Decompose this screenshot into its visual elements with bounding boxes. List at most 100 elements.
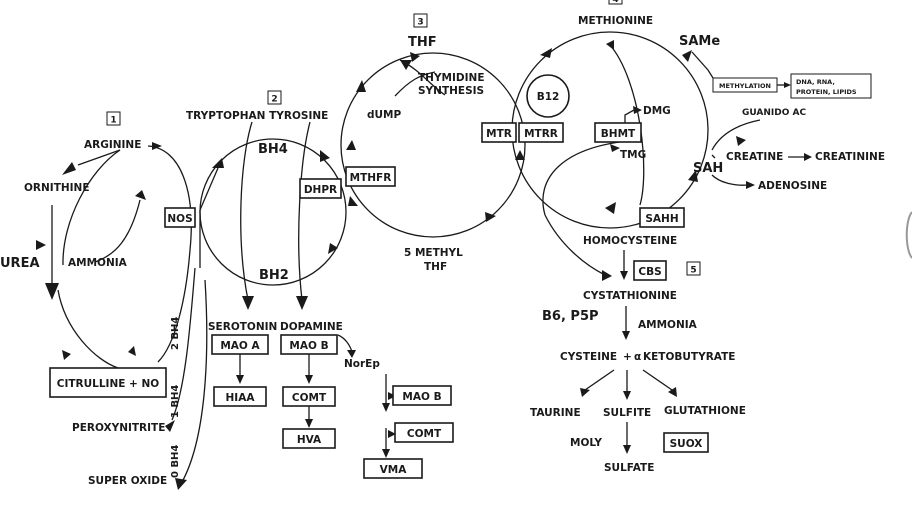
mao-a-label: MAO A bbox=[220, 340, 260, 352]
folate-arrowhead-bottom-left bbox=[348, 196, 358, 206]
b6-p5p-label: B6, P5P bbox=[542, 309, 599, 324]
tmg-label: TMG bbox=[620, 149, 646, 161]
super-oxide-label: SUPER OXIDE bbox=[88, 475, 167, 487]
dopamine-arrowhead bbox=[296, 296, 308, 310]
serotonin-label: SEROTONIN bbox=[208, 321, 277, 333]
hiaa-arrowhead bbox=[236, 375, 244, 384]
section-2-label: 2 bbox=[271, 95, 277, 105]
suox-label: SUOX bbox=[670, 438, 703, 450]
cysteine-arrowhead bbox=[622, 331, 630, 340]
mtrr-label: MTRR bbox=[524, 128, 558, 140]
creatinine-arrowhead bbox=[804, 153, 812, 161]
inner-top-arrowhead bbox=[606, 40, 614, 50]
same-to-methylation-line bbox=[691, 51, 714, 79]
mtrr-box bbox=[518, 122, 564, 143]
bh4-0-label: 0 BH4 bbox=[170, 445, 181, 478]
norep-arrowhead bbox=[347, 350, 356, 358]
five-methyl-label: 5 METHYL bbox=[404, 247, 463, 259]
sah-to-adenosine-line bbox=[711, 174, 749, 186]
sulfite-label: SULFITE bbox=[603, 407, 651, 419]
moly-label: MOLY bbox=[570, 437, 602, 449]
ammonia-arc bbox=[94, 199, 141, 263]
dmg-arrowhead bbox=[633, 106, 642, 114]
cysteine-to-taurine-line bbox=[584, 369, 615, 391]
folate-arrowhead-left bbox=[346, 140, 356, 150]
citrulline-no-label: CITRULLINE + NO bbox=[57, 378, 160, 390]
folate-arrowhead-bottom-right bbox=[485, 212, 496, 222]
methylation-arrowhead bbox=[784, 82, 791, 88]
hiaa-label: HIAA bbox=[226, 392, 256, 404]
mao-b2-label: MAO B bbox=[402, 391, 441, 403]
comt2-label: COMT bbox=[407, 428, 442, 440]
arginine-to-ornithine-link bbox=[77, 149, 121, 166]
bh4-cycle-circle bbox=[199, 138, 347, 286]
bhmt-label: BHMT bbox=[601, 128, 636, 140]
bh4-1-label: 1 BH4 bbox=[170, 385, 181, 418]
bh4-cycle-arrowhead-left bbox=[212, 158, 224, 168]
citrulline-arrowhead bbox=[62, 350, 71, 360]
cycle-2-bh4-neurotransmitters: TRYPTOPHAN TYROSINE BH4 BH2 DHPR SEROTON… bbox=[186, 110, 454, 479]
section-2-marker: 2 bbox=[267, 90, 282, 105]
section-3-label: 3 bbox=[417, 18, 423, 28]
hva-arrowhead bbox=[305, 419, 313, 428]
bh2-label: BH2 bbox=[259, 268, 289, 283]
bhmt-box bbox=[594, 122, 642, 143]
cycle-4-methionine: METHIONINE SAMe METHYLATION DNA, RNA, PR… bbox=[481, 15, 885, 247]
dmg-label: DMG bbox=[643, 105, 671, 117]
b12-label: B12 bbox=[537, 91, 560, 103]
citrulline-to-ornithine-arc bbox=[57, 289, 119, 369]
plus-label: + bbox=[623, 351, 632, 363]
edge-fragment bbox=[905, 211, 912, 259]
dhpr-label: DHPR bbox=[304, 184, 337, 196]
urea-label: UREA bbox=[0, 256, 40, 271]
cbs-arrowhead bbox=[620, 271, 628, 280]
ammonia-label-5: AMMONIA bbox=[638, 319, 698, 331]
peroxynitrite-label: PEROXYNITRITE bbox=[72, 422, 165, 434]
dump-arc bbox=[394, 71, 436, 97]
cysteine-label: CYSTEINE bbox=[560, 351, 617, 363]
cystathionine-left-arrowhead bbox=[602, 270, 612, 281]
mthfr-box bbox=[345, 166, 396, 187]
vma-label: VMA bbox=[380, 464, 408, 476]
urea-arrowhead bbox=[45, 283, 59, 300]
methionine-label: METHIONINE bbox=[578, 15, 653, 27]
bh4-label: BH4 bbox=[258, 142, 288, 157]
comt-arrowhead bbox=[305, 375, 313, 384]
hiaa-box bbox=[213, 386, 267, 407]
vma-box bbox=[363, 458, 423, 479]
hva-box bbox=[282, 428, 336, 449]
thymidine-label: THYMIDINE bbox=[418, 72, 485, 84]
homocysteine-return-arc bbox=[542, 139, 641, 216]
inner-arc-arrowhead bbox=[605, 202, 616, 214]
sah-to-creatine-stub bbox=[711, 154, 716, 159]
norep-label: NorEp bbox=[344, 358, 380, 370]
sahh-box bbox=[639, 207, 685, 228]
ammonia-label: AMMONIA bbox=[68, 257, 128, 269]
norep-down-arrowhead bbox=[382, 403, 390, 412]
same-arrowhead bbox=[682, 50, 692, 62]
glutathione-label: GLUTATHIONE bbox=[664, 405, 746, 417]
nos-box bbox=[164, 207, 196, 228]
cystathionine-label: CYSTATHIONINE bbox=[583, 290, 677, 302]
section-1-marker: 1 bbox=[106, 111, 121, 126]
five-methyl-thf-label: THF bbox=[424, 261, 447, 273]
peroxynitrite-arrowhead bbox=[165, 420, 175, 432]
section-5-label: 5 bbox=[690, 266, 696, 276]
urea-side-arrowhead bbox=[36, 240, 46, 250]
thf-arrowhead bbox=[410, 52, 420, 62]
section-5-marker: 5 bbox=[686, 261, 701, 276]
ornithine-to-arginine-arc bbox=[62, 149, 121, 266]
dna-rna-label: DNA, RNA, bbox=[796, 78, 835, 86]
serotonin-arrowhead bbox=[242, 296, 254, 310]
nos-label: NOS bbox=[167, 213, 192, 225]
protein-lipids-label: PROTEIN, LIPIDS bbox=[796, 88, 857, 96]
sulfate-label: SULFATE bbox=[604, 462, 654, 474]
comt-label: COMT bbox=[292, 392, 327, 404]
superoxide-line bbox=[181, 279, 208, 483]
dopamine-label: DOPAMINE bbox=[280, 321, 343, 333]
bh4-2-label: 2 BH4 bbox=[170, 317, 181, 350]
bh4-cycle-arrowhead-right bbox=[320, 150, 330, 162]
cbs-label: CBS bbox=[638, 266, 661, 278]
superoxide-arrowhead bbox=[175, 478, 187, 490]
peroxynitrite-line bbox=[171, 267, 196, 421]
